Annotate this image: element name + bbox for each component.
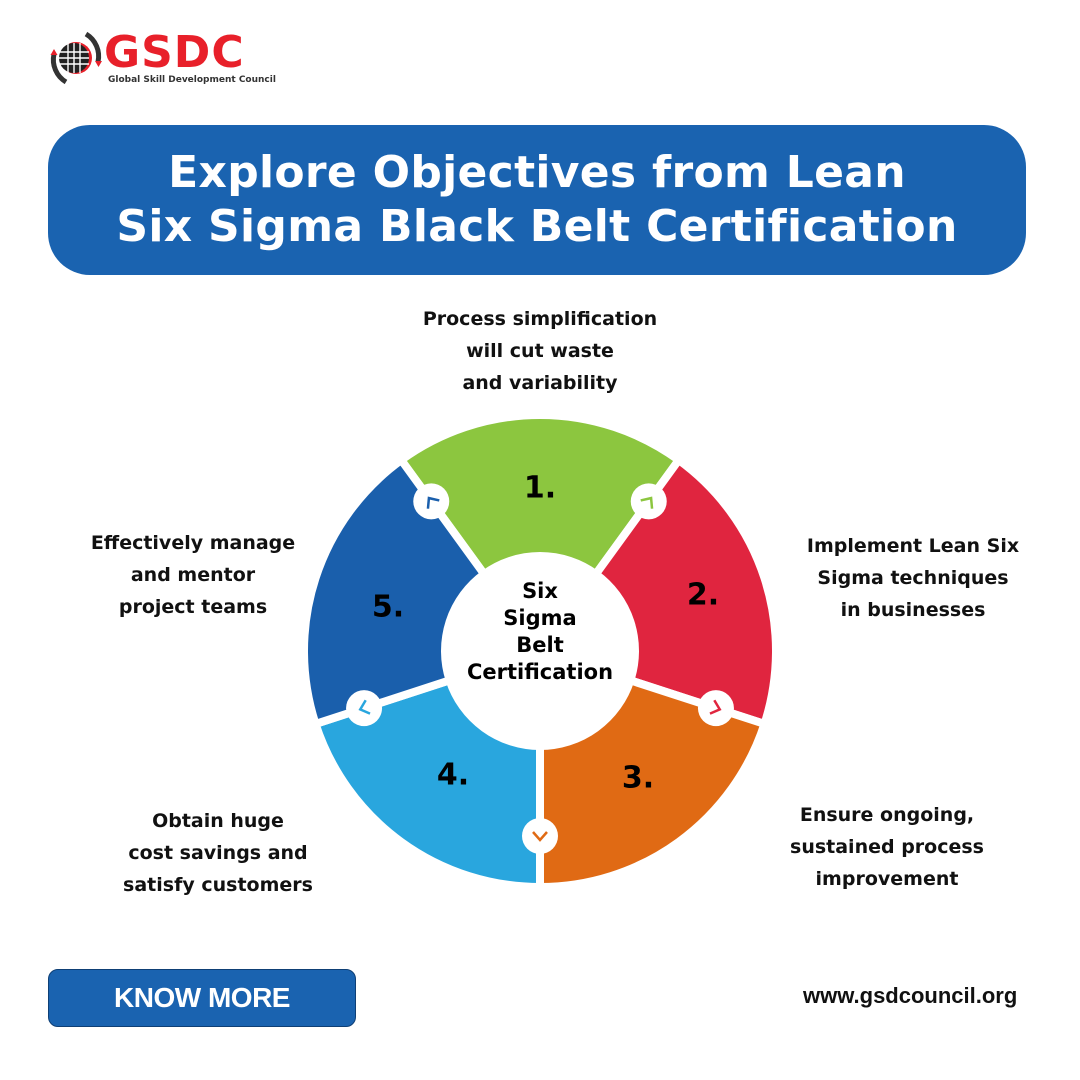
objective-line: in businesses [840, 599, 986, 621]
objective-line: Effectively manage [90, 532, 296, 554]
chevron-icon [358, 699, 371, 715]
chevron-icon [640, 496, 654, 509]
objective-line: cost savings and [128, 842, 308, 864]
segment-number-4: 4. [436, 757, 470, 793]
connector-icon [346, 690, 383, 727]
objective-line: sustained process [790, 836, 984, 858]
title-banner: Explore Objectives from Lean Six Sigma B… [48, 125, 1026, 275]
brand-name: GSDC [104, 27, 245, 78]
objective-line: and variability [462, 372, 618, 394]
brand-tagline: Global Skill Development Council [108, 75, 276, 85]
chevron-icon [426, 496, 440, 509]
connector-icon [522, 818, 558, 854]
objective-4: Obtain huge cost savings and satisfy cus… [123, 805, 313, 901]
center-label: Six Sigma Belt Certification [445, 578, 635, 686]
title-line-2: Six Sigma Black Belt Certification [116, 201, 958, 252]
objective-line: Obtain huge [152, 810, 284, 832]
segment-number-3: 3. [621, 760, 655, 796]
chevron-icon [709, 699, 722, 715]
connector-icon [413, 483, 450, 520]
center-label-line: Belt [516, 633, 564, 657]
title-line-1: Explore Objectives from Lean [168, 147, 906, 198]
center-label-line: Six [522, 579, 558, 603]
objective-line: project teams [118, 596, 268, 618]
center-circle [445, 556, 635, 746]
segment-number-1: 1. [523, 470, 557, 506]
objective-5: Effectively manage and mentor project te… [91, 527, 295, 623]
center-label-line: Sigma [503, 606, 577, 630]
objective-1: Process simplification will cut waste an… [423, 303, 657, 399]
website-link[interactable]: www.gsdcouncil.org [803, 983, 1018, 1008]
segment-number-5: 5. [371, 589, 405, 625]
chevron-icon [532, 831, 548, 842]
objective-line: will cut waste [466, 340, 614, 362]
connector-icon [630, 483, 667, 520]
objective-line: Process simplification [422, 308, 658, 330]
objective-line: and mentor [130, 564, 256, 586]
gsdc-logo: GSDC Global Skill Development Council [46, 27, 276, 92]
objective-line: Implement Lean Six [806, 535, 1020, 557]
objective-line: improvement [815, 868, 959, 890]
segment-number-2: 2. [686, 577, 720, 613]
objective-line: satisfy customers [123, 874, 313, 896]
globe-icon [50, 31, 102, 85]
know-more-button[interactable]: KNOW MORE [48, 969, 356, 1027]
center-label-line: Certification [466, 660, 614, 684]
objective-line: Ensure ongoing, [799, 804, 975, 826]
connector-icon [697, 690, 734, 727]
objective-2: Implement Lean Six Sigma techniques in b… [807, 530, 1019, 626]
objective-line: Sigma techniques [817, 567, 1009, 589]
objective-3: Ensure ongoing, sustained process improv… [790, 799, 984, 895]
